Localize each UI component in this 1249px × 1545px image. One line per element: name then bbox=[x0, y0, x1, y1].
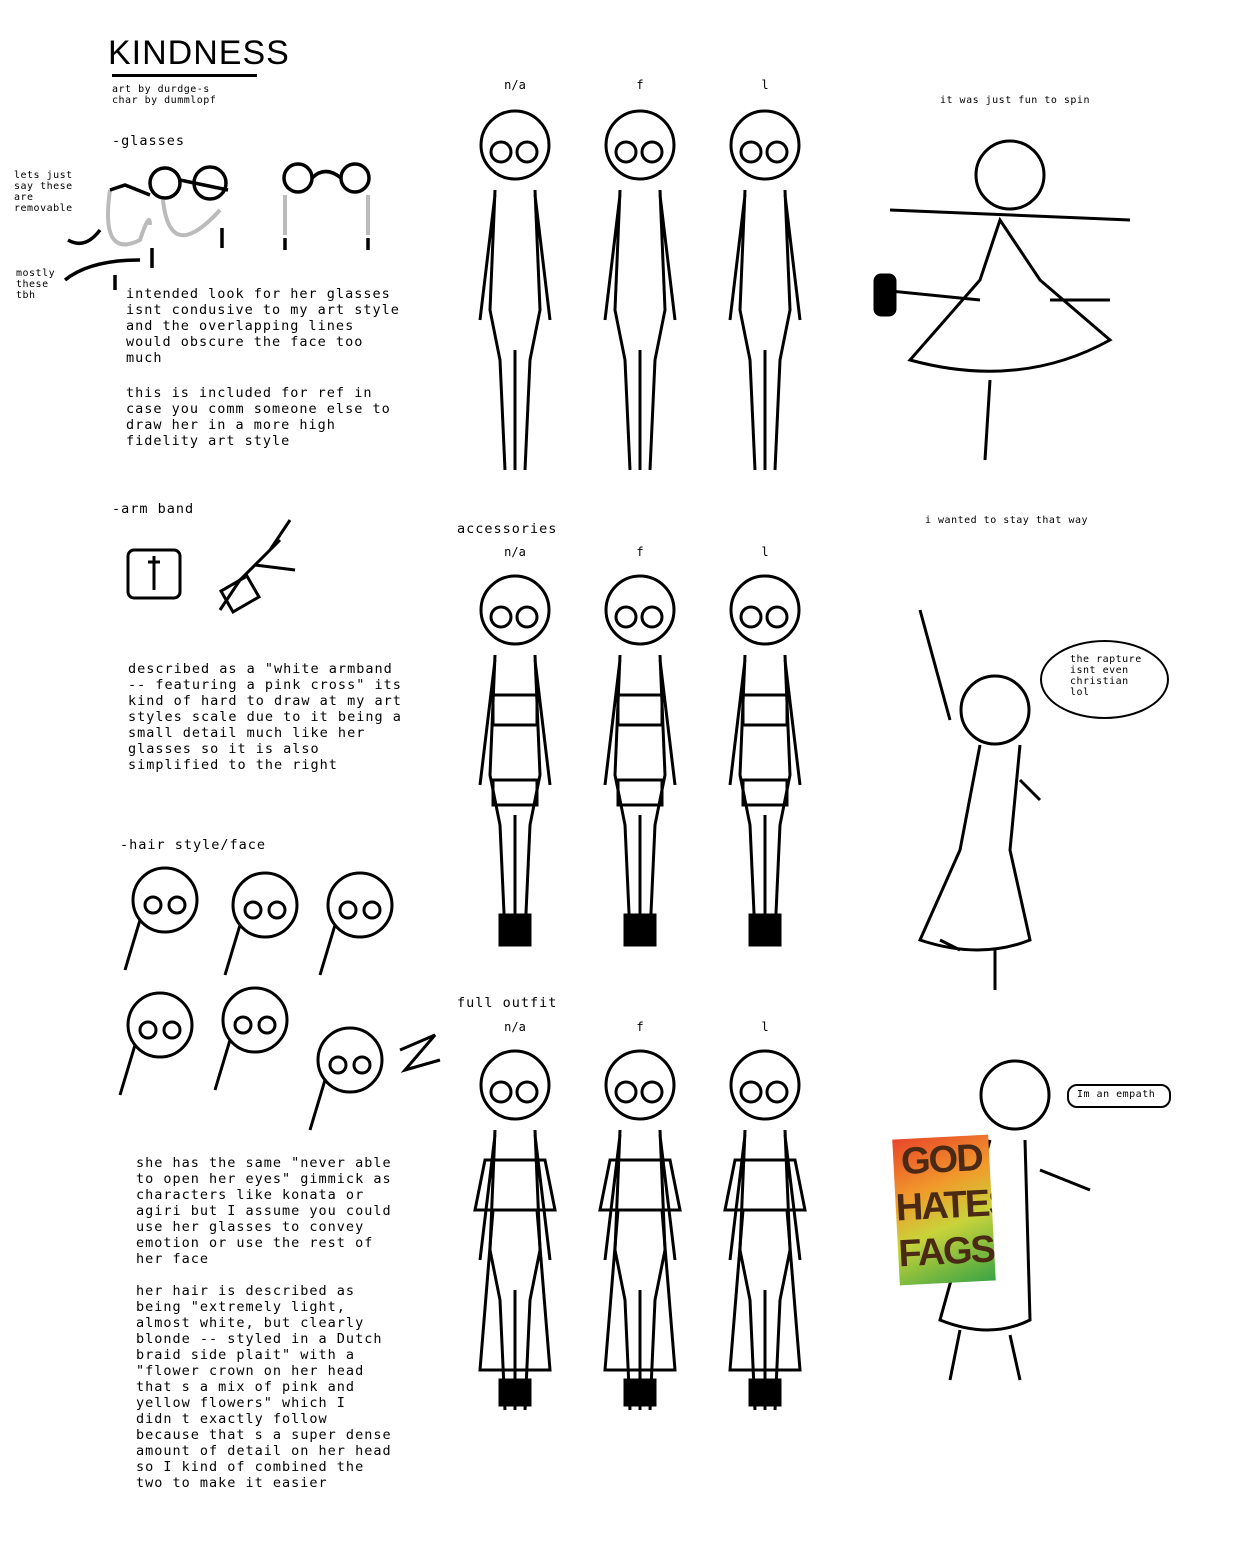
variant-label: f bbox=[636, 78, 644, 92]
speech-bubble-empath bbox=[1067, 1084, 1171, 1108]
character-figure-outfit bbox=[473, 1049, 557, 1411]
character-figure-accessories bbox=[603, 574, 677, 947]
character-figure-nude bbox=[603, 109, 677, 471]
variant-label: n/a bbox=[504, 1020, 526, 1034]
hair-text-1: she has the same "never able to open her… bbox=[136, 1155, 392, 1267]
spinning-figure bbox=[873, 139, 1131, 461]
glasses-text-1: intended look for her glasses isnt condu… bbox=[126, 286, 400, 366]
accessories-heading: accessories bbox=[457, 521, 558, 537]
character-figure-outfit bbox=[598, 1049, 682, 1411]
variant-label: l bbox=[761, 545, 769, 559]
variant-label: f bbox=[636, 545, 644, 559]
full-outfit-heading: full outfit bbox=[457, 995, 558, 1011]
glasses-note-mostly: mostly these tbh bbox=[16, 268, 56, 301]
bubble-rapture-text: the rapture isnt even christian lol bbox=[1070, 654, 1142, 698]
bubble-empath-text: Im an empath bbox=[1077, 1089, 1156, 1100]
hair-heading: -hair style/face bbox=[120, 837, 267, 853]
title-underline bbox=[112, 74, 257, 77]
sign-figure bbox=[938, 1059, 1091, 1381]
character-figure-outfit bbox=[723, 1049, 807, 1411]
armband-heading: -arm band bbox=[112, 501, 195, 517]
glasses-note-removable: lets just say these are removable bbox=[14, 170, 73, 214]
character-figure-accessories bbox=[478, 574, 552, 947]
speech-bubble-rapture bbox=[1040, 640, 1169, 719]
protest-sign: GOD HATES FAGS bbox=[892, 1134, 996, 1286]
glasses-text-2: this is included for ref in case you com… bbox=[126, 385, 391, 449]
caption-stay: i wanted to stay that way bbox=[925, 515, 1089, 526]
caption-spin: it was just fun to spin bbox=[940, 95, 1090, 106]
armband-drawings bbox=[126, 519, 296, 614]
page-title: KINDNESS bbox=[108, 34, 290, 72]
character-figure-nude bbox=[728, 109, 802, 471]
hair-text-2: her hair is described as being "extremel… bbox=[136, 1283, 392, 1491]
pointing-figure bbox=[917, 609, 1042, 990]
glasses-heading: -glasses bbox=[112, 133, 186, 149]
variant-label: n/a bbox=[504, 545, 526, 559]
character-figure-accessories bbox=[728, 574, 802, 947]
variant-label: f bbox=[636, 1020, 644, 1034]
glasses-drawings bbox=[63, 162, 371, 290]
hair-face-drawings bbox=[118, 866, 441, 1131]
armband-text: described as a "white armband -- featuri… bbox=[128, 661, 402, 773]
credits: art by durdge-s char by dummlopf bbox=[112, 84, 217, 106]
variant-label: l bbox=[761, 1020, 769, 1034]
character-figure-nude bbox=[478, 109, 552, 471]
variant-label: l bbox=[761, 78, 769, 92]
variant-label: n/a bbox=[504, 78, 526, 92]
